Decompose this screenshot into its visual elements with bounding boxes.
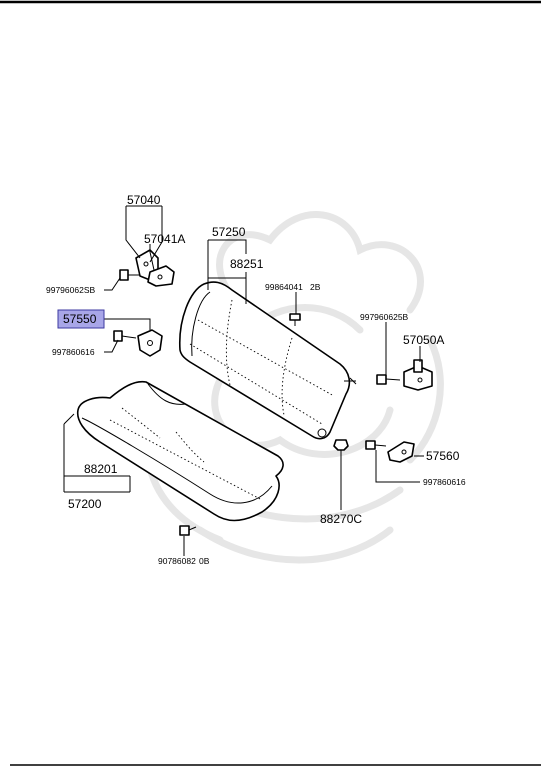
label-57041A[interactable]: 57041A <box>144 232 185 246</box>
label-57560[interactable]: 57560 <box>426 449 460 463</box>
grommet-88270C-drawing <box>333 439 349 451</box>
bolt-99796062SB-drawing <box>119 269 140 281</box>
label-90786082-number: 90786082 <box>158 556 196 566</box>
label-997960625B[interactable]: 997960625B <box>360 312 409 322</box>
bolt-90786082-drawing <box>179 525 197 536</box>
leader-lines <box>63 205 424 556</box>
label-88270C[interactable]: 88270C <box>320 512 362 526</box>
label-99796062SB[interactable]: 99796062SB <box>46 285 95 295</box>
bracket-57040-drawing <box>135 249 175 287</box>
selected-part-highlight <box>57 309 105 329</box>
label-57200[interactable]: 57200 <box>68 497 102 511</box>
clip-99864041-drawing <box>289 313 301 326</box>
label-57550[interactable]: 57550 <box>63 312 97 326</box>
seat-back-drawing <box>179 281 357 440</box>
part-labels: 57040 57041A 57250 88251 99796062SB 9986… <box>46 193 466 566</box>
label-997860616-left[interactable]: 997860616 <box>52 347 95 357</box>
label-99864041-2B[interactable]: 99864041 2B <box>265 282 321 292</box>
bracket-57560-drawing <box>365 440 415 463</box>
seat-cushion-drawing <box>76 380 284 522</box>
label-88201[interactable]: 88201 <box>84 462 118 476</box>
hinge-57050A-drawing <box>376 359 433 391</box>
label-0B-suffix: 0B <box>199 556 210 566</box>
hinge-57550-drawing <box>113 329 163 357</box>
label-57250[interactable]: 57250 <box>212 225 246 239</box>
label-99864041-number: 99864041 <box>265 282 303 292</box>
label-2B-suffix: 2B <box>310 282 321 292</box>
label-57050A[interactable]: 57050A <box>403 333 444 347</box>
label-997860616-right[interactable]: 997860616 <box>423 477 466 487</box>
label-57040[interactable]: 57040 <box>127 193 161 207</box>
label-90786082-0B[interactable]: 90786082 0B <box>158 556 210 566</box>
label-88251[interactable]: 88251 <box>230 257 264 271</box>
